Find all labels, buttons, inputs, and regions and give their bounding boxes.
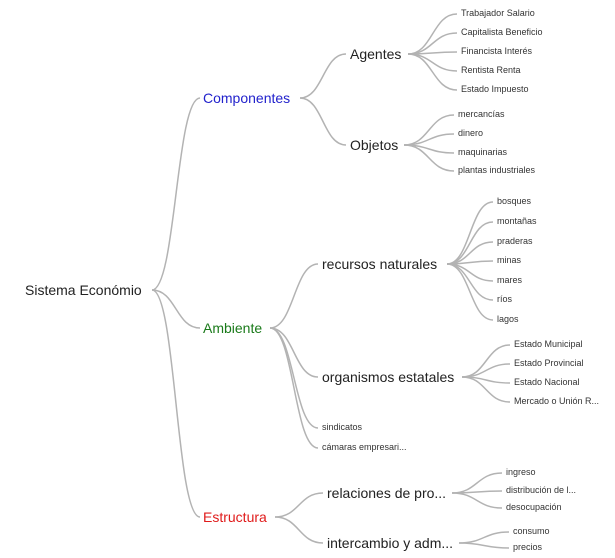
leaf-trabajador-salario[interactable]: Trabajador Salario bbox=[461, 8, 535, 18]
node-intercambio[interactable]: intercambio y adm... bbox=[327, 535, 454, 551]
node-objetos[interactable]: Objetos bbox=[350, 137, 399, 153]
leaf-plantas-industriales[interactable]: plantas industriales bbox=[458, 165, 536, 175]
link-organismos-1 bbox=[461, 363, 511, 378]
leaf-financista-interes[interactable]: Financista Interés bbox=[461, 46, 533, 56]
branch-estructura[interactable]: Estructura bbox=[203, 509, 267, 525]
link-componentes-1 bbox=[299, 97, 347, 146]
branch-ambiente[interactable]: Ambiente bbox=[203, 320, 263, 336]
leaf-mares[interactable]: mares bbox=[497, 275, 523, 285]
link-ambiente-0 bbox=[269, 263, 319, 329]
link-relaciones-2 bbox=[451, 492, 503, 509]
link-estructura-1 bbox=[274, 516, 324, 544]
leaf-montanas[interactable]: montañas bbox=[497, 216, 537, 226]
leaf-lagos[interactable]: lagos bbox=[497, 314, 519, 324]
link-agentes-4 bbox=[407, 53, 458, 91]
leaf-mercado-union[interactable]: Mercado o Unión R... bbox=[514, 396, 600, 406]
leaf-praderas[interactable]: praderas bbox=[497, 236, 533, 246]
link-intercambio-1 bbox=[458, 542, 510, 549]
link-ambiente-3 bbox=[269, 327, 319, 449]
link-agentes-1 bbox=[407, 32, 458, 55]
leaf-desocupacion[interactable]: desocupación bbox=[506, 502, 562, 512]
leaf-rios[interactable]: ríos bbox=[497, 294, 513, 304]
link-ambiente-1 bbox=[269, 327, 319, 378]
link-relaciones-0 bbox=[451, 472, 503, 494]
leaf-capitalista-beneficio[interactable]: Capitalista Beneficio bbox=[461, 27, 543, 37]
node-agentes[interactable]: Agentes bbox=[350, 46, 402, 62]
leaf-distribucion[interactable]: distribución de l... bbox=[506, 485, 577, 495]
leaf-estado-nacional[interactable]: Estado Nacional bbox=[514, 377, 580, 387]
link-agentes-3 bbox=[407, 53, 458, 72]
link-root-2 bbox=[151, 289, 201, 518]
leaf-maquinarias[interactable]: maquinarias bbox=[458, 147, 508, 157]
link-recursos-0 bbox=[446, 201, 494, 265]
node-organismos-estatales[interactable]: organismos estatales bbox=[322, 369, 455, 385]
link-estructura-0 bbox=[274, 492, 324, 518]
leaf-estado-municipal[interactable]: Estado Municipal bbox=[514, 339, 583, 349]
link-recursos-5 bbox=[446, 263, 494, 301]
leaf-bosques[interactable]: bosques bbox=[497, 196, 532, 206]
leaf-dinero[interactable]: dinero bbox=[458, 128, 484, 138]
leaf-mercancias[interactable]: mercancías bbox=[458, 109, 505, 119]
branch-componentes[interactable]: Componentes bbox=[203, 90, 291, 106]
leaf-minas[interactable]: minas bbox=[497, 255, 522, 265]
link-ambiente-2 bbox=[269, 327, 319, 429]
link-objetos-3 bbox=[403, 144, 455, 172]
link-organismos-3 bbox=[461, 376, 511, 403]
link-componentes-0 bbox=[299, 53, 347, 99]
node-sindicatos[interactable]: sindicatos bbox=[322, 422, 363, 432]
root-node-label[interactable]: Sistema Económio bbox=[25, 282, 142, 298]
node-relaciones-de-produccion[interactable]: relaciones de pro... bbox=[327, 485, 447, 501]
node-camaras-empresariales[interactable]: cámaras empresari... bbox=[322, 442, 407, 452]
link-recursos-6 bbox=[446, 263, 494, 321]
link-intercambio-0 bbox=[458, 531, 510, 544]
link-organismos-0 bbox=[461, 344, 511, 378]
leaf-estado-impuesto[interactable]: Estado Impuesto bbox=[461, 84, 529, 94]
link-root-1 bbox=[151, 289, 201, 329]
link-root-0 bbox=[151, 97, 201, 291]
leaf-ingreso[interactable]: ingreso bbox=[506, 467, 536, 477]
leaf-consumo[interactable]: consumo bbox=[513, 526, 550, 536]
leaf-precios[interactable]: precios bbox=[513, 542, 543, 552]
leaf-estado-provincial[interactable]: Estado Provincial bbox=[514, 358, 584, 368]
link-objetos-0 bbox=[403, 114, 455, 146]
leaf-rentista-renta[interactable]: Rentista Renta bbox=[461, 65, 521, 75]
node-recursos-naturales[interactable]: recursos naturales bbox=[322, 256, 438, 272]
